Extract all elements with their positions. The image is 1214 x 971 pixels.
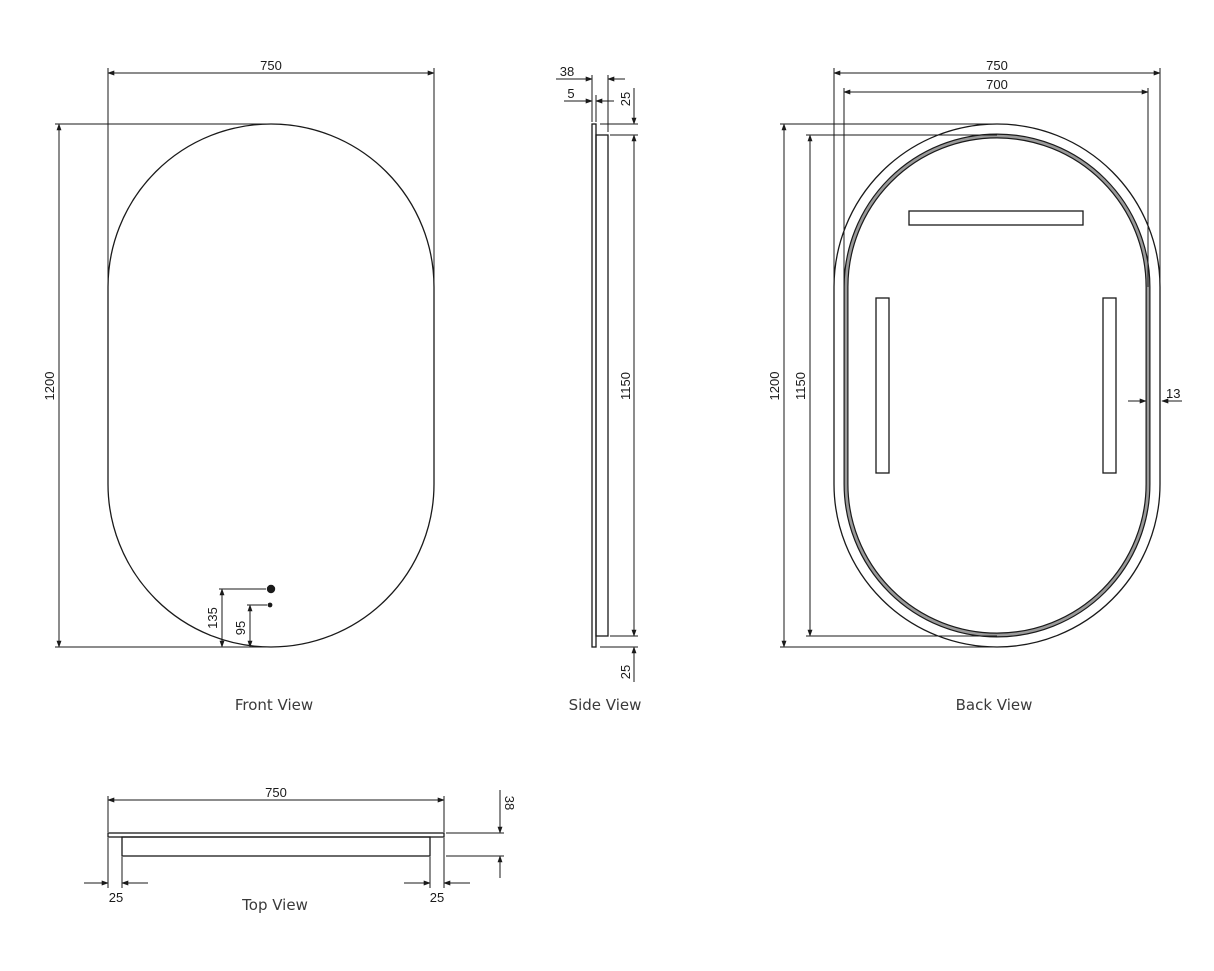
side-top-inset-label: 25: [618, 92, 633, 106]
side-view: 38 5 25 1150 25 Side View: [556, 64, 641, 714]
back-edge-label: 13: [1166, 386, 1180, 401]
top-view-caption: Top View: [241, 896, 308, 914]
back-outer-height-label: 1200: [767, 372, 782, 401]
top-left-inset-label: 25: [109, 890, 123, 905]
front-width-label: 750: [260, 58, 282, 73]
back-inner-height-label: 1150: [793, 372, 808, 400]
front-view: 750 1200 135 95 Front View: [42, 58, 435, 714]
back-top-bracket: [908, 210, 1084, 226]
back-inner-width-label: 700: [986, 77, 1008, 92]
sensor-icon: [267, 602, 273, 608]
side-backing-box: [595, 134, 609, 637]
side-view-caption: Side View: [569, 696, 642, 714]
switch-height-label-a: 135: [205, 607, 220, 629]
front-view-caption: Front View: [235, 696, 313, 714]
top-width-label: 750: [265, 785, 287, 800]
side-inner-height-label: 1150: [618, 372, 633, 400]
top-right-inset-label: 25: [430, 890, 444, 905]
front-height-label: 1200: [42, 372, 57, 401]
top-depth-label: 38: [502, 796, 517, 810]
back-right-bracket: [1102, 297, 1117, 474]
back-led-band-fill: [844, 134, 1150, 637]
back-outer-width-label: 750: [986, 58, 1008, 73]
top-view: 750 38 25 25 Top View: [84, 785, 517, 914]
switch-height-label-b: 95: [233, 621, 248, 635]
top-backing-box: [121, 836, 431, 857]
side-glass-label: 5: [567, 86, 574, 101]
front-mirror-outline: [107, 123, 435, 648]
side-depth-label: 38: [560, 64, 574, 79]
touch-switch-icon: [266, 584, 276, 594]
side-bottom-inset-label: 25: [618, 665, 633, 679]
back-left-bracket: [875, 297, 890, 474]
back-view-caption: Back View: [956, 696, 1033, 714]
back-mirror-outline: [833, 123, 1161, 648]
back-view: 750 700 1200 1150 13 Back View: [767, 58, 1182, 714]
